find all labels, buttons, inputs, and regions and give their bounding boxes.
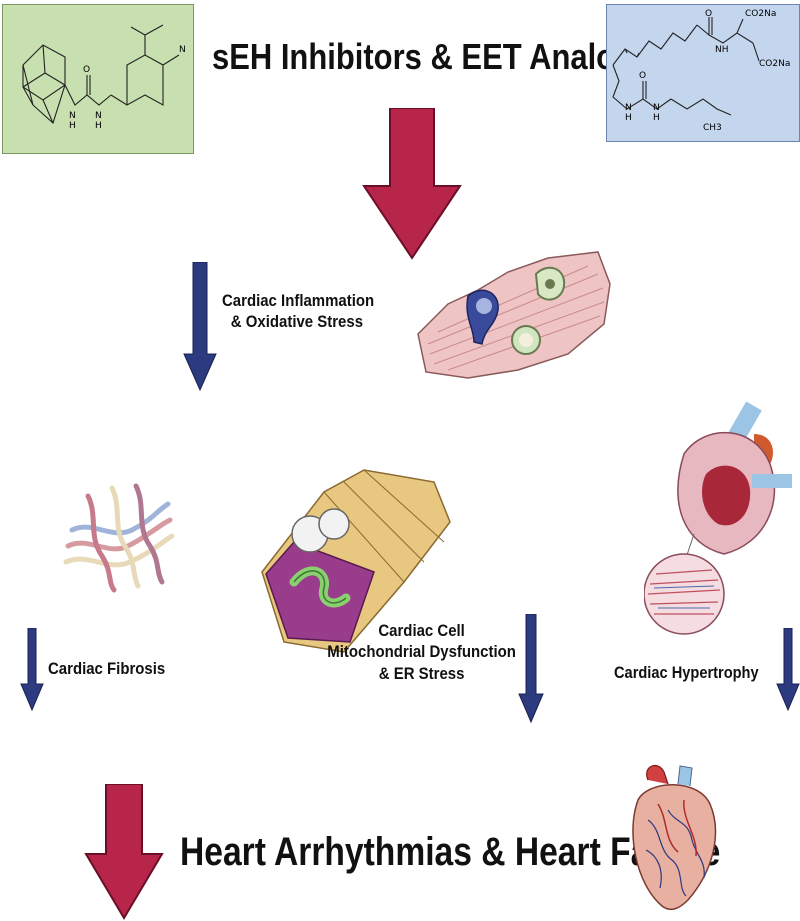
inflammation-label: Cardiac Inflammation & Oxidative Stress [222,290,374,333]
mitochondrial-cell-image [261,469,451,653]
mito-line2: Mitochondrial Dysfunction [327,642,516,662]
mito-line1: Cardiac Cell [378,621,465,640]
atom-label-h: H [653,113,660,123]
fibrosis-label: Cardiac Fibrosis [48,659,166,678]
mito-line3: & ER Stress [378,663,465,683]
atom-label-h: H [69,121,76,131]
inflamed-cardiomyocyte-image [417,251,611,379]
fibrosis-image [63,483,175,593]
atom-label-ch3: CH3 [703,123,722,133]
big-down-arrow-top [362,108,462,260]
top-title: sEH Inhibitors & EET Analogs [212,36,652,77]
inflammation-line2: & Oxidative Stress [230,312,364,332]
seh-inhibitor-drawing [22,24,180,124]
atom-label-n: N [69,111,76,121]
hypertrophy-label: Cardiac Hypertrophy [614,663,759,682]
atom-label-n: N [625,103,632,113]
atom-label-h: H [95,121,102,131]
atom-label-nh: NH [715,45,729,55]
atom-label-n: N [653,103,660,113]
seh-inhibitor-structure: O N H N H N [2,4,194,154]
big-down-arrow-bottom [84,784,164,920]
small-down-arrow-fibrosis [20,628,44,712]
atom-label-n: N [179,45,186,55]
bottom-title: Heart Arrhythmias & Heart Failure [180,830,721,874]
atom-label-o: O [639,71,647,81]
failing-heart-image [632,764,717,911]
small-down-arrow-inflammation [183,262,217,392]
mito-label: Cardiac Cell Mitochondrial Dysfunction &… [316,620,527,684]
small-down-arrow-mito [518,614,544,724]
atom-label-n: N [95,111,102,121]
eet-analog-drawing [612,17,760,116]
atom-label-o: O [83,65,91,75]
small-down-arrow-hypertrophy [776,628,800,712]
atom-label-h: H [625,113,632,123]
hypertrophy-heart-image [644,401,792,635]
atom-label-co2na: CO2Na [759,59,791,69]
inflammation-line1: Cardiac Inflammation [222,291,375,310]
atom-label-o: O [705,9,713,19]
atom-label-co2na: CO2Na [745,9,777,19]
eet-analog-structure: O CO2Na NH CO2Na O N H N H CH3 [606,4,800,142]
